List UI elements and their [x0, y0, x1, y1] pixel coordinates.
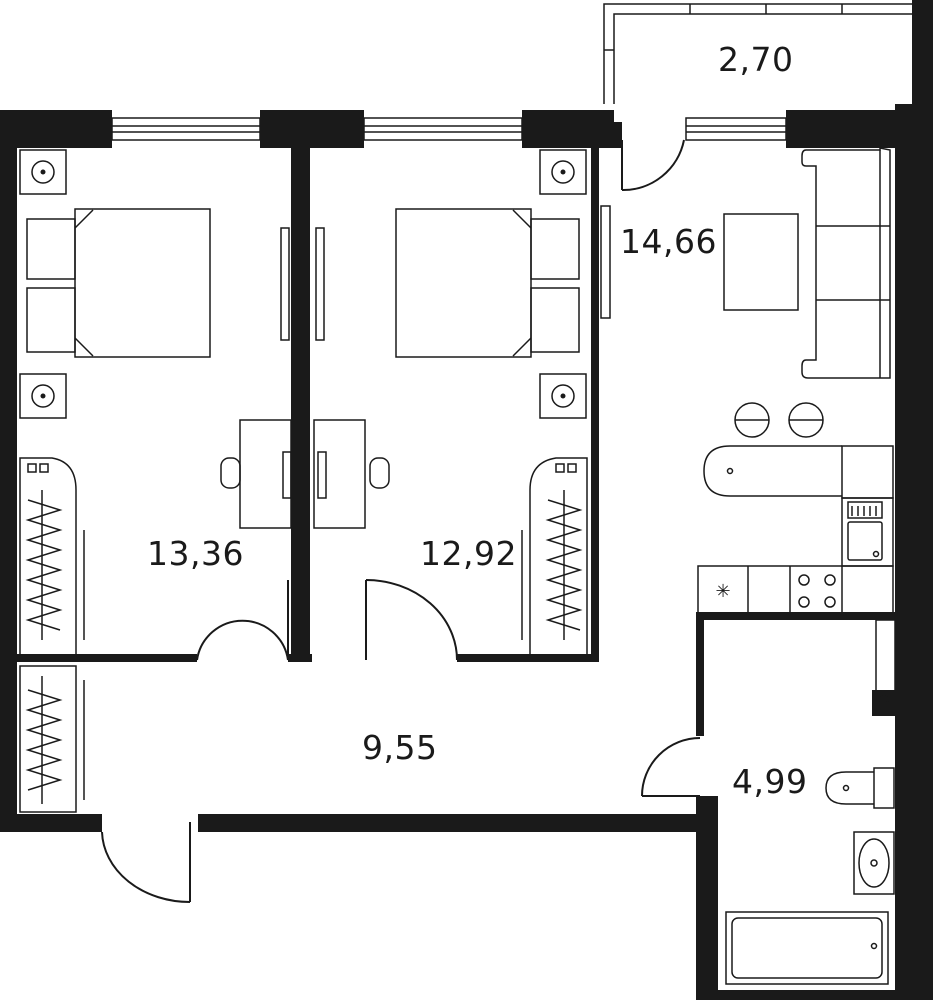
right-bedroom-furniture: [313, 149, 588, 657]
left-bedroom-furniture: [19, 149, 292, 813]
bathroom-area: 4,99: [732, 762, 808, 801]
hallway-area: 9,55: [362, 728, 438, 767]
bedroom-right-area: 12,92: [420, 534, 517, 573]
asterisk-icon: ✳: [715, 581, 730, 602]
balcony-area: 2,70: [718, 40, 794, 79]
living-kitchen-area: 14,66: [620, 222, 717, 261]
living-kitchen-furniture: ✳: [600, 147, 894, 615]
windows: [111, 3, 912, 141]
bathroom-fixtures: [725, 619, 896, 985]
bedroom-left-area: 13,36: [147, 534, 244, 573]
doors: [101, 139, 701, 903]
